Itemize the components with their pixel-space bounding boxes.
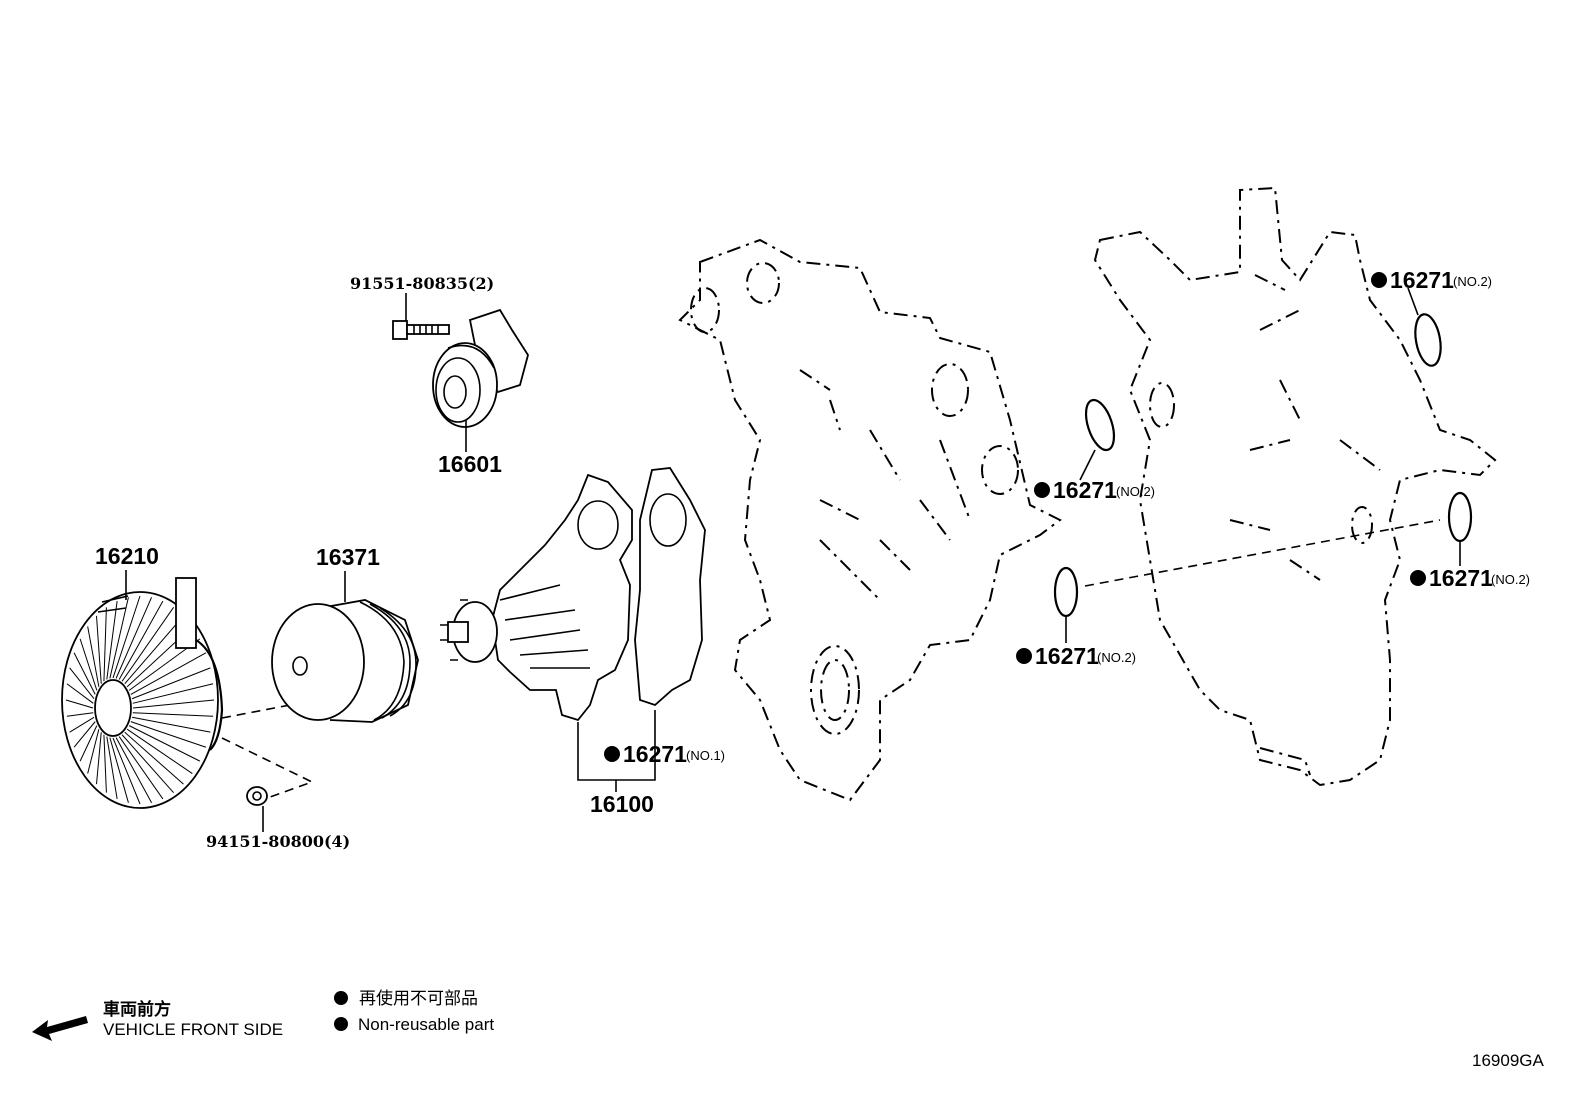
fan-fin-line [121,607,175,682]
pulley-part-number: 16371 [316,544,380,570]
gasket-a-part-number: 16271 [1053,477,1117,503]
nonreusable-jp: 再使用不可部品 [359,988,478,1008]
vehicle-front-en: VEHICLE FRONT SIDE [103,1020,283,1039]
fan-fin-line [124,615,184,685]
tensioner-part-number: 16601 [438,451,502,477]
fan-fin-line [124,731,184,785]
gasket-c-note: (NO.2) [1491,572,1530,587]
fan-fin-line [69,716,95,733]
fan-fin-line [130,721,207,748]
gasket-no2-b-leader [1407,287,1419,316]
gasket-d-part-number: 16271 [1035,643,1099,669]
nonreusable-marker-d [1016,648,1032,664]
gasket-no2-c [1447,491,1473,543]
fan-clutch-part-number: 16210 [95,543,159,569]
gasket-d-note: (NO.2) [1097,650,1136,665]
fan-pulley [271,599,419,723]
water-pump-part-number: 16100 [590,791,654,817]
fan-fin-line [73,652,96,695]
fan-fin-line [73,721,96,748]
nut-centerline [221,737,315,798]
gasket-no2-b [1414,313,1442,367]
fan-centerline [221,704,291,719]
engine-block-front [1093,186,1497,787]
timing-chain-cover [678,238,1062,802]
vehicle-front-jp: 車両前方 [103,999,171,1019]
fan-fin-line [109,737,129,803]
fan-fin-line [112,595,141,679]
belt-tensioner [432,308,529,428]
gasket-b-part-number: 16271 [1390,267,1454,293]
fan-clutch [61,577,224,809]
fan-fin-line [69,667,95,700]
fan-fin-line [118,736,164,800]
fan-fin-line [109,597,129,679]
fan-fin-line [103,607,107,682]
gasket-no1-note: (NO.1) [686,748,725,763]
filled-circle-icon [334,991,348,1005]
fan-fin-line [103,734,107,793]
gasket-no2-a-leader [1079,449,1096,481]
nonreusable-marker-c [1410,570,1426,586]
fan-fin-line [131,716,211,733]
fan-fin-line [87,729,100,774]
nonreusable-marker-no1 [604,746,620,762]
fan-fin-line [79,725,98,762]
fan-fin-line [106,736,118,799]
fan-fin-line [118,600,164,680]
fan-fin-line [106,601,118,680]
gasket-no2-a [1084,398,1116,452]
bolt-part-number: 91551-80835(2) [350,274,494,293]
fan-fin-line [79,638,98,691]
figure-code: 16909GA [1472,1051,1544,1070]
fan-fin-line [65,699,94,709]
nonreusable-marker-b [1371,272,1387,288]
fan-fin-line [115,597,153,679]
nonreusable-marker-a [1034,482,1050,498]
fan-fin-line [126,728,193,774]
fan-fin-line [96,615,102,684]
arrow-left-icon [32,1016,88,1041]
fan-fin-line [132,712,214,717]
fan-fin-line [66,712,94,717]
gasket-a-note: (NO.2) [1116,484,1155,499]
water-pump [440,467,706,722]
nut-part-number: 94151-80800(4) [206,832,350,851]
tensioner-bolt [392,320,450,340]
fan-fin-line [115,737,153,803]
fan-fin-line [87,626,100,687]
nonreusable-en: Non-reusable part [358,1015,494,1034]
fan-fin-line [132,683,214,704]
fan-nut [246,786,268,806]
gasket-no2-d [1053,566,1079,618]
fan-fin-line [128,725,201,762]
fan-fin-line [130,652,207,695]
fan-fin-line [112,737,141,805]
fan-fin-line [66,683,94,704]
fan-fin-line [121,734,174,793]
filled-circle-icon [334,1017,348,1031]
gasket-c-part-number: 16271 [1429,565,1493,591]
gasket-no1-part-number: 16271 [623,741,687,767]
gasket-b-note: (NO.2) [1453,274,1492,289]
block-centerline [1084,519,1441,587]
fan-fin-line [131,667,211,700]
fan-fin-line [96,732,102,785]
fan-fin-line [132,699,215,709]
